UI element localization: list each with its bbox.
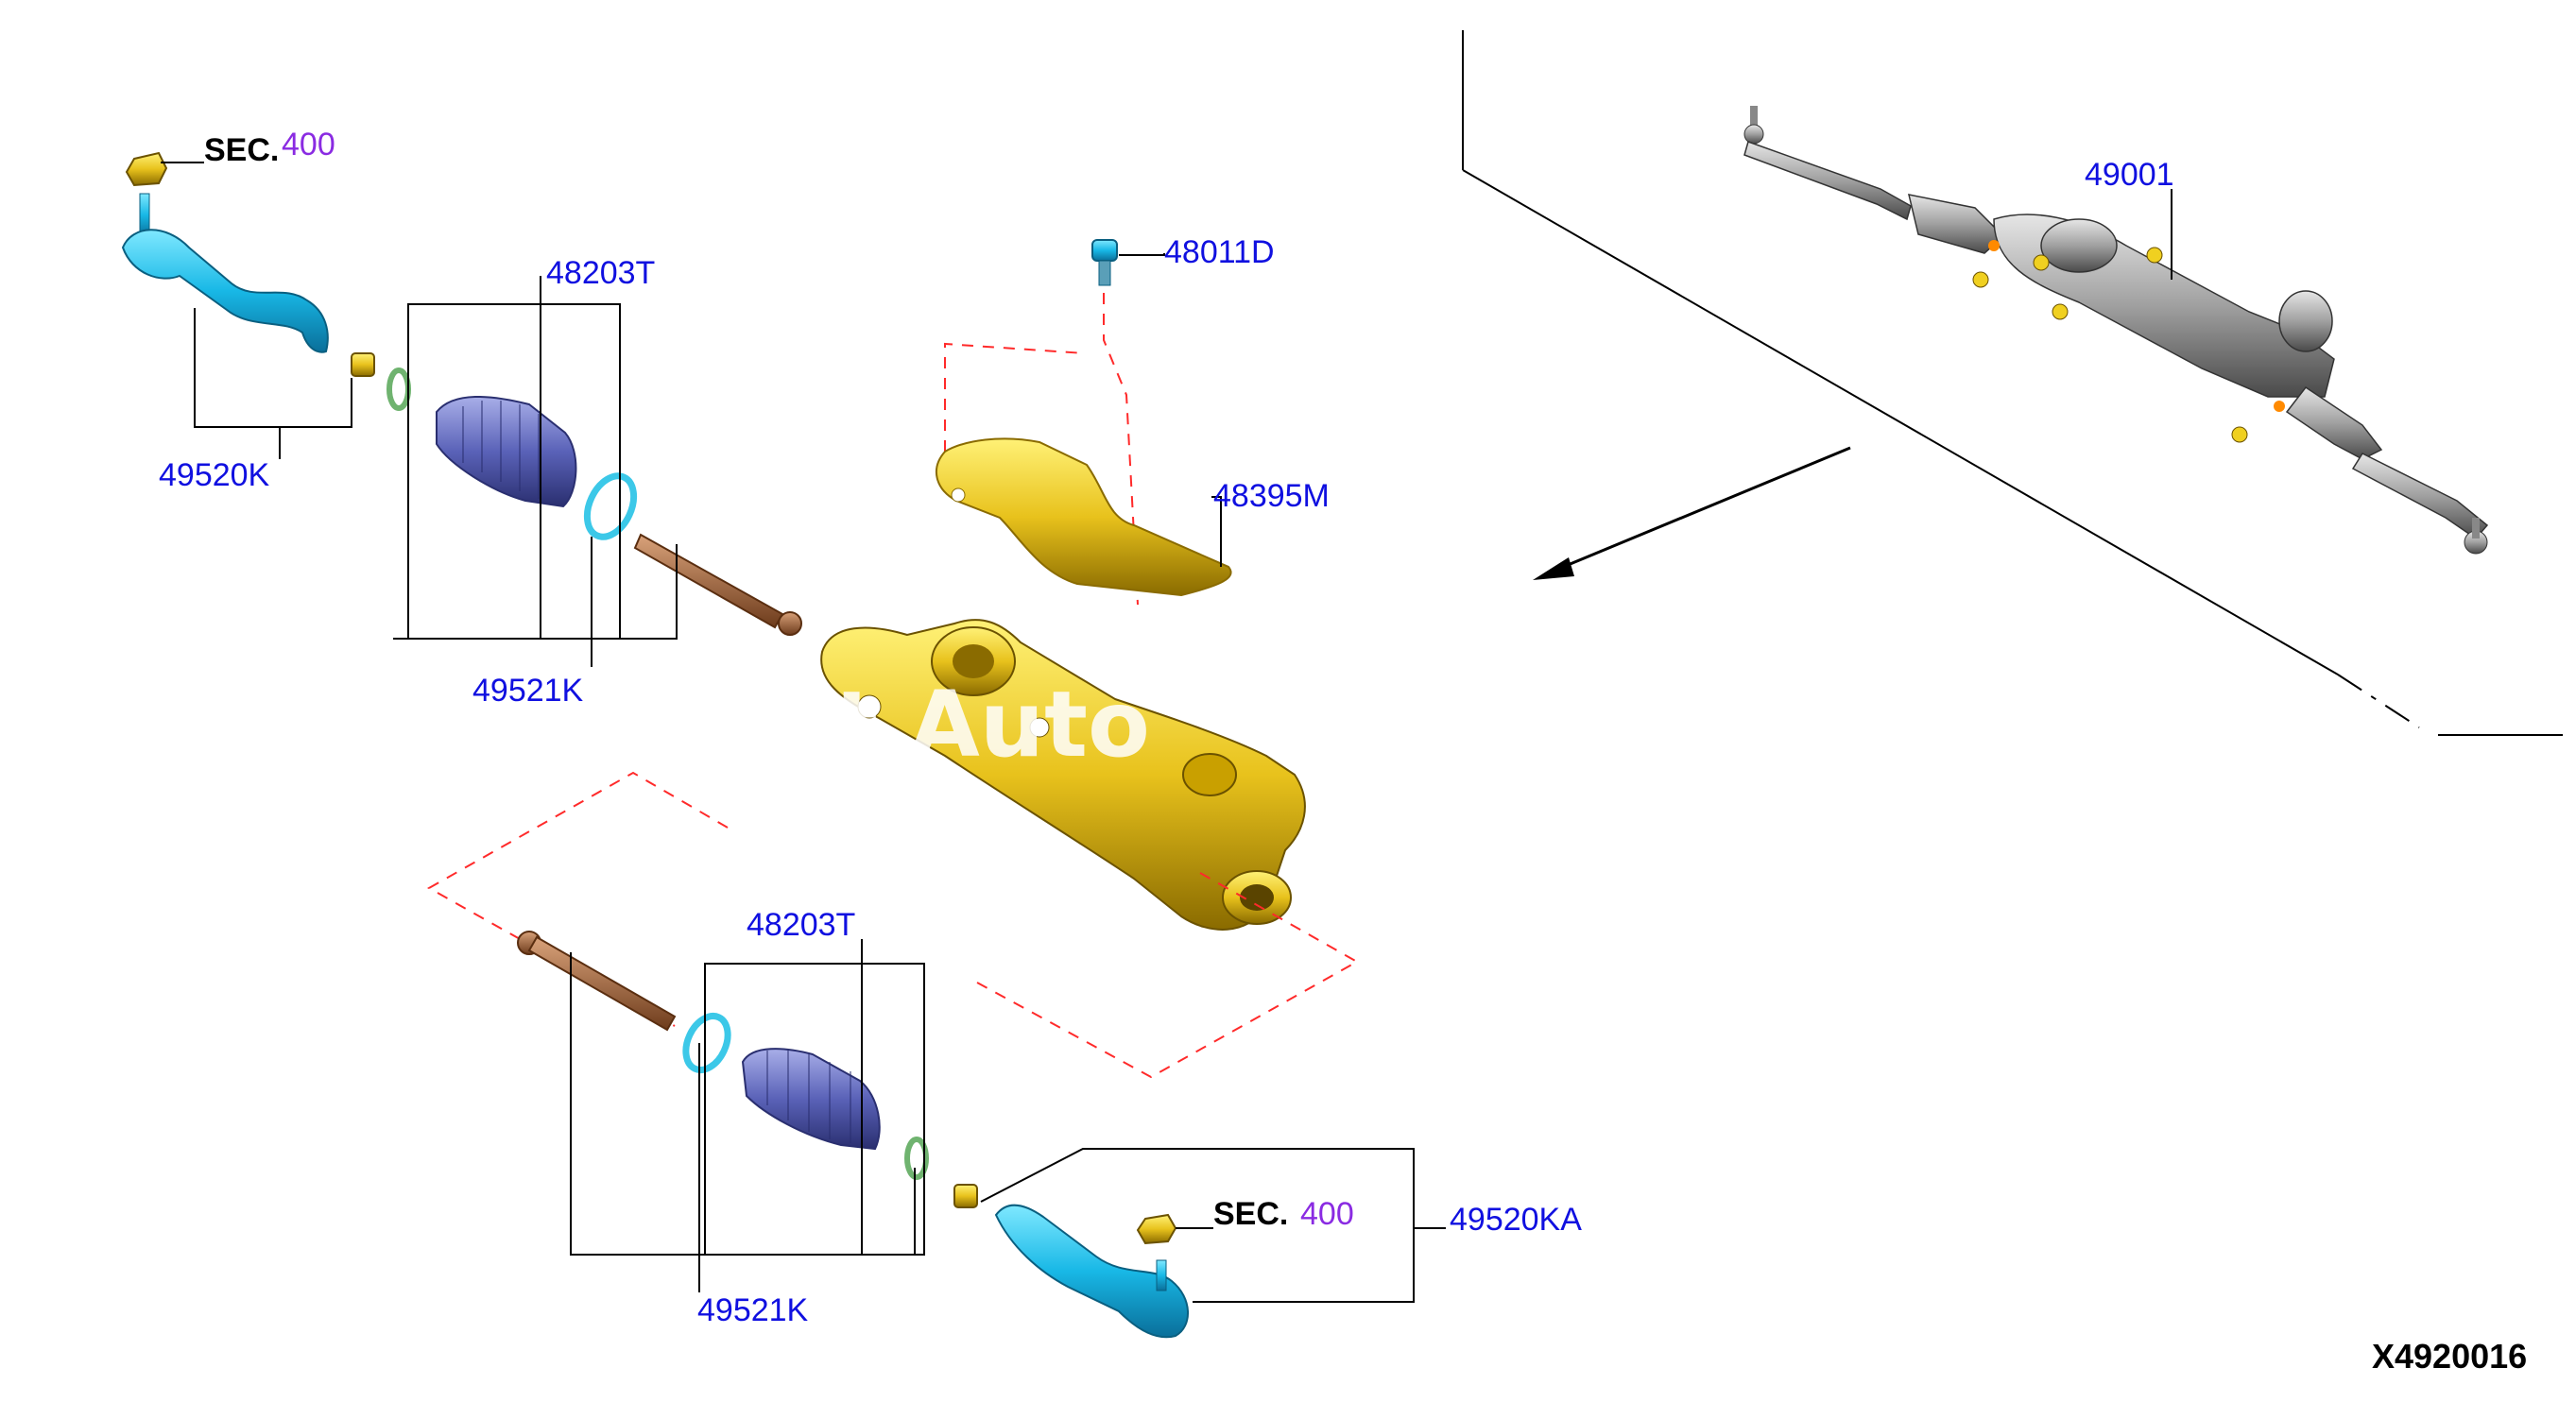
boot-lower bbox=[741, 1048, 881, 1151]
drawing-code: X4920016 bbox=[2372, 1337, 2527, 1376]
insulator bbox=[936, 437, 1232, 597]
tie-rod-end-right bbox=[994, 1204, 1189, 1339]
clamp-lower bbox=[904, 1137, 929, 1180]
steering-gear-assembly bbox=[1743, 106, 2489, 555]
nut-lower bbox=[1136, 1213, 1177, 1245]
dash-diamond-right bbox=[976, 872, 1360, 1079]
bracket-49521k-upper bbox=[393, 544, 678, 640]
gear-housing bbox=[820, 619, 1306, 931]
sec-upper-number: 400 bbox=[282, 127, 335, 162]
label-49520ka: 49520KA bbox=[1450, 1202, 1582, 1238]
clip-ring-upper bbox=[583, 472, 638, 540]
sec-lower-number: 400 bbox=[1300, 1196, 1354, 1232]
boot-upper bbox=[436, 395, 577, 508]
label-49001: 49001 bbox=[2085, 157, 2174, 193]
frame-line-diagonal bbox=[1462, 169, 2339, 675]
tie-rod-end-left bbox=[121, 193, 329, 353]
label-49521k-lower: 49521K bbox=[697, 1292, 809, 1328]
leader-48395m bbox=[1211, 496, 1222, 567]
leader-48011d bbox=[1119, 253, 1165, 256]
nut-small-left bbox=[351, 352, 375, 377]
dash-bolt bbox=[1103, 293, 1139, 606]
sec-upper-prefix: SEC. bbox=[204, 132, 279, 168]
nut-small-right bbox=[953, 1184, 978, 1208]
nut-upper bbox=[125, 151, 168, 187]
label-48203t-lower: 48203T bbox=[747, 907, 855, 943]
dash-insulator bbox=[944, 342, 1086, 452]
inner-socket-upper bbox=[633, 533, 802, 636]
clamp-upper bbox=[386, 368, 411, 411]
bracket-49520ka bbox=[980, 1148, 1415, 1303]
direction-arrow-head bbox=[1533, 557, 1574, 580]
label-49520k: 49520K bbox=[159, 457, 270, 493]
bracket-49520k bbox=[194, 308, 352, 428]
dash-diamond-left bbox=[426, 771, 729, 1027]
label-48203t-upper: 48203T bbox=[546, 255, 655, 291]
sec-lower-prefix: SEC. bbox=[1213, 1196, 1288, 1232]
clip-ring-lower bbox=[682, 1013, 731, 1073]
direction-arrow-shaft bbox=[1549, 446, 1851, 574]
bolt bbox=[1091, 239, 1118, 286]
bracket-49521k-lower bbox=[570, 952, 916, 1256]
frame-line-dashdot bbox=[2337, 674, 2420, 728]
label-49521k-upper: 49521K bbox=[472, 673, 584, 709]
watermark: st Auto bbox=[781, 672, 1150, 778]
inner-socket-lower bbox=[517, 931, 677, 1032]
label-48011d: 48011D bbox=[1164, 234, 1275, 270]
label-48395m: 48395M bbox=[1213, 478, 1330, 514]
